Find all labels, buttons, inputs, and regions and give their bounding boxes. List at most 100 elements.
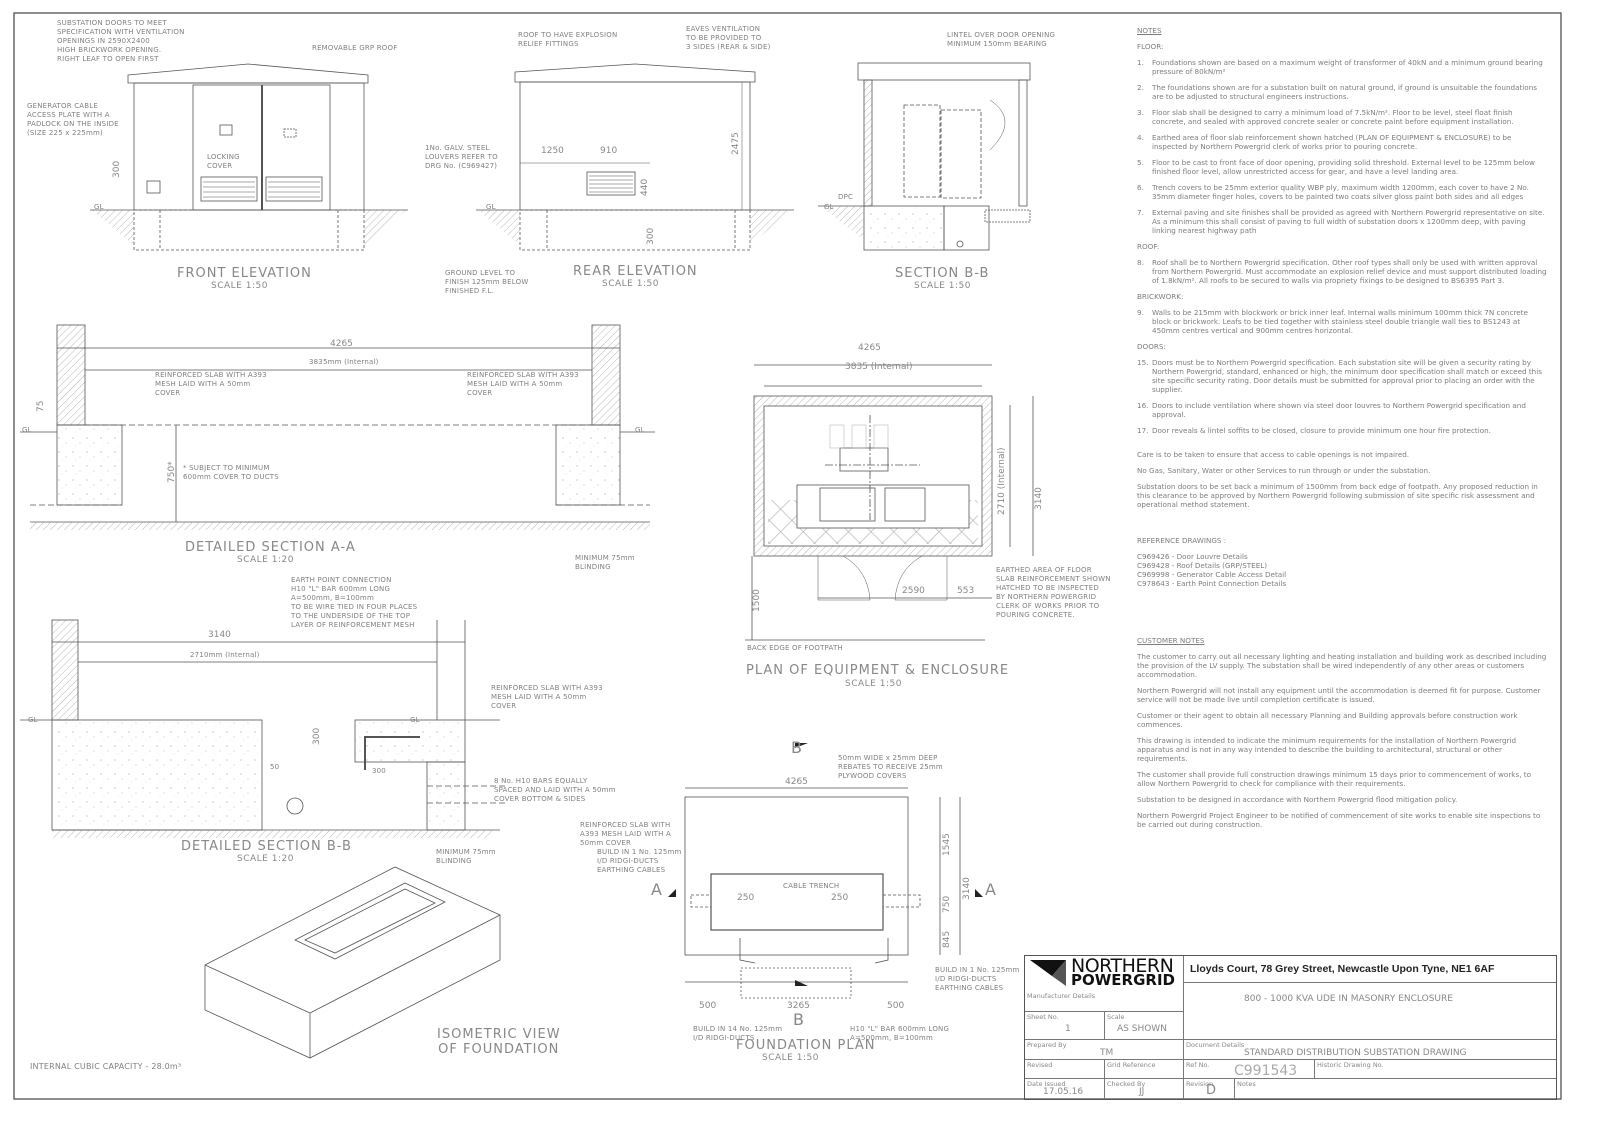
checked-label: Checked By [1107,1080,1146,1088]
notes-panel: NOTES FLOOR: 1.Foundations shown are bas… [1137,20,1547,836]
isometric-foundation-drawing [204,866,501,1059]
note-item: 7.External paving and site finishes shal… [1137,208,1547,235]
historic-label: Historic Drawing No. [1317,1061,1384,1069]
isometric-title: ISOMETRIC VIEW OF FOUNDATION [437,1027,561,1057]
aa-gl-left: GL [22,426,32,434]
note-number: 17. [1137,426,1149,435]
aa-gl-right: GL [635,426,645,434]
plan-equipment-scale: SCALE 1:50 [845,679,902,689]
reference-drawing-item: C969998 - Generator Cable Access Detail [1137,570,1287,579]
front-elevation-drawing [90,63,408,251]
footpath-label: BACK EDGE OF FOOTPATH [747,644,843,652]
notes-label: Notes [1237,1080,1256,1088]
detailed-section-aa-title: DETAILED SECTION A-A [185,540,356,555]
note-number: 8. [1137,258,1144,267]
note-number: 9. [1137,308,1144,317]
floor-heading: FLOOR: [1137,42,1164,51]
note-text: Foundations shown are based on a maximum… [1152,58,1543,76]
cable-trench-label: CABLE TRENCH [783,882,840,890]
fp-dim-250a: 250 [737,893,755,903]
reference-heading: REFERENCE DRAWINGS : [1137,536,1227,545]
bb-gl-left: GL [28,716,38,724]
note-paragraph: Northern Powergrid will not install any … [1137,686,1541,704]
generator-note: GENERATOR CABLE ACCESS PLATE WITH A PADL… [27,102,119,137]
note-number: 7. [1137,208,1144,217]
note-item: 15.Doors must be to Northern Powergrid s… [1137,358,1547,394]
section-bb-gl-label: GL [824,203,834,211]
plan-dim-3140: 3140 [1034,487,1044,510]
note-item: 9. Walls to be 215mm with blockwork or br… [1137,308,1547,335]
note-text: Doors must be to Northern Powergrid spec… [1152,358,1542,394]
note-item: 16.Doors to include ventilation where sh… [1137,401,1547,419]
reference-drawing-item: C969426 - Door Louvre Details [1137,552,1248,561]
note-item: 1.Foundations shown are based on a maxim… [1137,58,1547,76]
aa-dim-75: 75 [36,400,46,412]
drawing-title: 800 - 1000 KVA UDE IN MASONRY ENCLOSURE [1244,994,1453,1004]
note-paragraph: No Gas, Sanitary, Water or other Service… [1137,466,1431,475]
rear-dim-300: 300 [646,227,656,245]
address: Lloyds Court, 78 Grey Street, Newcastle … [1190,963,1495,975]
note-text: Floor to be cast to front face of door o… [1152,158,1535,176]
logo-chevron [1030,960,1066,976]
note-number: 3. [1137,108,1144,117]
note-paragraph: Care is to be taken to ensure that acces… [1137,450,1410,459]
roof-heading: ROOF: [1137,242,1160,251]
note-paragraph: Customer or their agent to obtain all ne… [1137,711,1518,729]
foundation-plan-scale: SCALE 1:50 [762,1053,819,1063]
bb-slab-note: REINFORCED SLAB WITH A393 MESH LAID WITH… [491,684,603,710]
aa-slab-note-right: REINFORCED SLAB WITH A393 MESH LAID WITH… [467,371,579,397]
duct-left-note: BUILD IN 1 No. 125mm I/D RIDGI-DUCTS EAR… [597,848,682,874]
front-elevation-title: FRONT ELEVATION [177,266,312,281]
fp-dim-750: 750 [942,895,952,913]
note-text: Door reveals & lintel soffits to be clos… [1152,426,1491,435]
note-text: Trench covers to be 25mm exterior qualit… [1152,183,1529,201]
note-text: Doors to include ventilation where shown… [1152,401,1526,419]
bb-blinding-note: MINIMUM 75mm BLINDING [436,848,496,865]
note-text: The foundations shown are for a substati… [1152,83,1537,101]
rear-dim-440: 440 [640,178,650,196]
plan-dim-2590: 2590 [902,586,925,596]
internal-capacity: INTERNAL CUBIC CAPACITY - 28.0m³ [30,1062,182,1071]
section-marker-b-top: B [791,738,803,757]
customer-notes-heading: CUSTOMER NOTES [1137,636,1205,645]
front-gl-label: GL [94,203,104,211]
note-item: 4.Earthed area of floor slab reinforceme… [1137,133,1547,151]
rear-gl-label: GL [486,203,496,211]
front-doors-note: SUBSTATION DOORS TO MEET SPECIFICATION W… [57,19,185,63]
detailed-section-bb-scale: SCALE 1:20 [237,854,294,864]
rear-dim-910: 910 [600,146,618,156]
sheet-value: 1 [1065,1024,1071,1034]
note-text: Roof shall be to Northern Powergrid spec… [1152,258,1547,285]
brickwork-heading: BRICKWORK: [1137,292,1184,301]
manufacturer-label: Manufacturer Details [1027,992,1096,1000]
note-paragraph: Substation doors to be set back a minimu… [1137,482,1538,509]
logo-line1: NORTHERN [1071,955,1174,977]
document-label: Document Details [1186,1041,1245,1049]
fp-dim-500b: 500 [887,1001,905,1011]
plan-dim-2710: 2710 (Internal) [997,447,1007,515]
note-item: 2.The foundations shown are for a substa… [1137,83,1547,101]
aa-slab-note-left: REINFORCED SLAB WITH A393 MESH LAID WITH… [155,371,267,397]
plan-equipment-drawing [745,364,1034,641]
eaves-note: EAVES VENTILATION TO BE PROVIDED TO 3 SI… [686,25,771,51]
lintel-note: LINTEL OVER DOOR OPENING MINIMUM 150mm B… [947,31,1056,48]
note-text: Floor slab shall be designed to carry a … [1152,108,1514,126]
note-text: Walls to be 215mm with blockwork or bric… [1152,308,1528,335]
date-label: Date Issued [1027,1080,1066,1088]
reference-drawing-item: C978643 - Earth Point Connection Details [1137,579,1287,588]
aa-dim-4265: 4265 [330,339,353,349]
scale-value: AS SHOWN [1117,1024,1167,1034]
title-block: NORTHERN POWERGRID Manufacturer Details … [1024,955,1557,1100]
aa-cover-note: * SUBJECT TO MINIMUM 600mm COVER TO DUCT… [183,464,279,481]
bb-dim-50: 50 [270,763,280,771]
section-marker-b-bottom: B [793,1010,805,1029]
note-text: Earthed area of floor slab reinforcement… [1152,133,1512,151]
rear-roof-note: ROOF TO HAVE EXPLOSION RELIEF FITTINGS [518,31,618,48]
revised-label: Revised [1027,1061,1053,1069]
revision-value: D [1206,1083,1217,1098]
checked-value: JJ [1139,1087,1145,1097]
detailed-section-bb-title: DETAILED SECTION B-B [181,839,352,854]
doors-heading: DOORS: [1137,342,1166,351]
section-marker-a-left: A [651,880,663,899]
